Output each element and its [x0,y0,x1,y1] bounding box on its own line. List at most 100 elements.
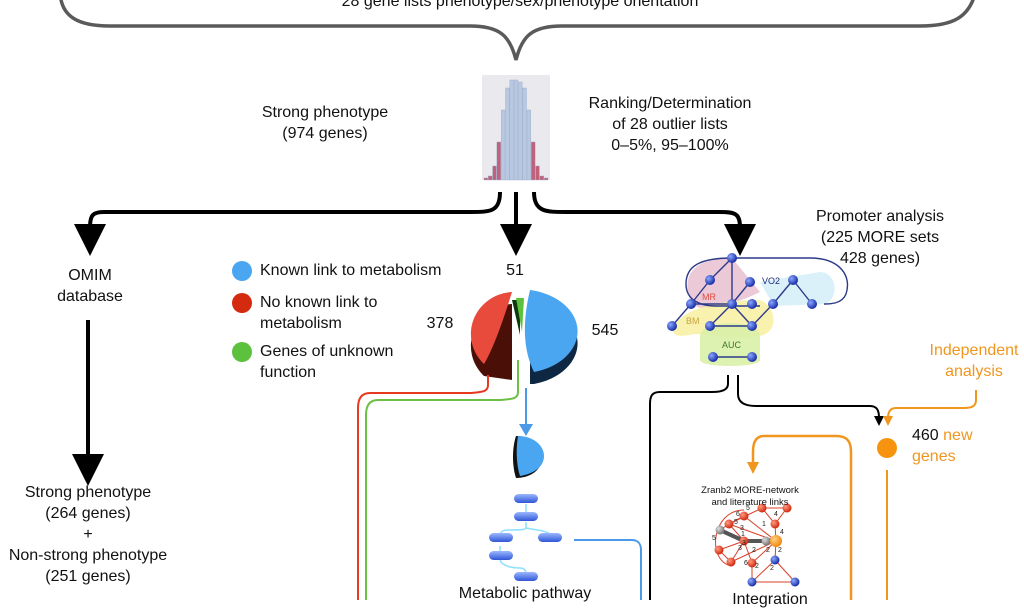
green-flow-line [365,360,519,600]
histogram-tail-bar [531,141,536,181]
zranb2-node [790,577,800,587]
zranb2-edge-label: 3 [738,545,742,552]
promoter-node [727,253,737,263]
new-genes-new-word: new [943,427,973,444]
promoter-to-new-genes-arrow [737,375,880,419]
histogram-tail-bar [539,175,544,181]
zranb2-edge-label: 6 [744,560,748,567]
arrow-to-omim [74,191,502,256]
region-label-mr: MR [702,292,716,302]
omim-result-plus: + [83,526,93,543]
histogram-bar [526,109,531,181]
legend-label-no-known-line1: No known link to [260,294,378,311]
promoter-node [727,299,737,309]
promoter-line2: (225 MORE sets [820,229,940,246]
promoter-node [705,275,715,285]
legend-dot-unknown [232,342,252,362]
histogram-tail-bar [544,177,549,181]
promoter-node [667,321,677,331]
zranb2-edge [743,515,777,542]
promoter-network: MR VO2 BM AUC [667,253,849,366]
independent-analysis-arrow [887,390,977,419]
gene-category-pie [470,290,578,384]
new-genes-count: 460 [912,427,939,444]
ranking-line3: 0–5%, 95–100% [611,137,729,154]
promoter-node [747,299,757,309]
omim-database-label: OMIM database [30,265,150,307]
zranb2-node [782,503,792,513]
region-label-auc: AUC [722,340,742,350]
histogram-tail-bar [535,165,540,181]
histogram-bar [509,79,514,181]
legend-item-known: Known link to metabolism [232,260,441,281]
zranb2-edge-label: 5 [712,535,716,542]
strong-phenotype-label: Strong phenotype (974 genes) [225,102,425,144]
zranb2-title-line2: and literature links [711,497,789,508]
omim-result-line1: Strong phenotype [24,484,152,501]
zranb2-node [724,519,734,529]
new-genes-dot [877,438,897,458]
known-metabolism-half-pie [513,436,544,478]
header-caption: 28 gene lists phenotype/sex/phenotype or… [341,0,699,10]
histogram-bar [522,87,527,181]
strong-phenotype-line2: (974 genes) [282,125,368,142]
red-flow-line [357,375,489,600]
promoter-node [747,321,757,331]
zranb2-hub-node [770,535,782,547]
pathway-node [538,533,562,542]
promoter-node [768,299,778,309]
histogram-bar [505,87,510,181]
pie-slice-no-known [470,292,512,364]
legend-item-no-known: No known link to metabolism [232,292,377,334]
region-label-vo2: VO2 [762,276,780,286]
metabolic-pathway-label: Metabolic pathway [458,585,592,602]
orange-loop-arrow [751,434,853,600]
zranb2-node [715,525,725,535]
independent-line2: analysis [945,363,1003,380]
pathway-node [489,533,513,542]
promoter-line3: 428 genes) [839,250,921,267]
promoter-line1: Promoter analysis [815,208,945,225]
independent-line1: Independent [929,342,1019,359]
zranb2-node [770,555,780,565]
histogram-tail-bar [492,165,497,181]
promoter-node [788,275,798,285]
ranking-line1: Ranking/Determination [588,95,752,112]
promoter-node [747,352,757,362]
histogram-tail-bar [488,175,493,181]
promoter-node [705,321,715,331]
zranb2-edge-label: 5 [734,519,738,526]
zranb2-node [761,536,771,546]
promoter-node [745,277,755,287]
omim-result-line3: Non-strong phenotype [8,547,168,564]
legend-label-no-known-line2: metabolism [260,315,342,332]
pathway-to-integration-line [574,539,642,600]
legend-label-known: Known link to metabolism [260,262,442,279]
zranb2-node [739,536,749,546]
omim-result-line4: (251 genes) [45,568,131,585]
pie-label-known: 545 [591,322,619,339]
promoter-label: Promoter analysis (225 MORE sets 428 gen… [790,206,970,269]
outlier-histogram [482,75,550,181]
promoter-node [807,299,817,309]
histogram-bar [501,109,506,181]
zranb2-edge-label: 2 [752,547,756,554]
pie-label-no-known: 378 [426,315,454,332]
arrow-to-promoter [532,191,756,256]
zranb2-node [739,511,749,521]
top-brace [59,0,975,61]
zranb2-edge-label: 1 [762,521,766,528]
zranb2-node [747,577,757,587]
zranb2-edge-label: 4 [780,529,784,536]
zranb2-edge-label: 2 [770,565,774,572]
zranb2-edge-label: 3 [740,525,744,532]
histogram-tail-bar [496,141,501,181]
metabolic-pathway-graph [489,494,562,581]
promoter-to-integration-line [649,375,729,600]
new-genes-label: 460 new genes [912,425,973,467]
zranb2-edge-label: 1 [741,531,745,538]
zranb2-edge-label: 6 [736,511,740,518]
